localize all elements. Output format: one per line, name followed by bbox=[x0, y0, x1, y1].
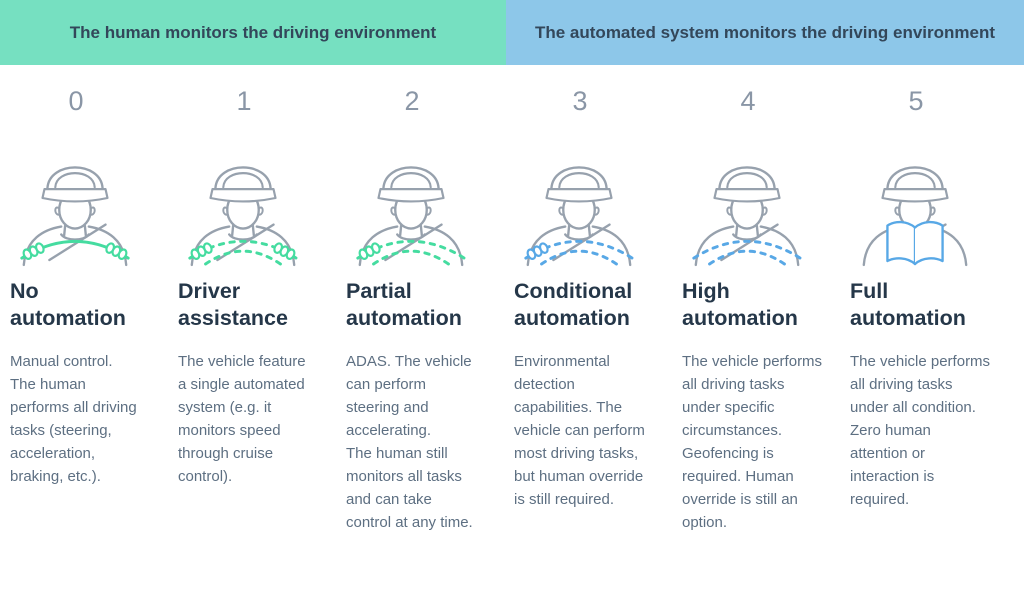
driver-icon-level-0 bbox=[10, 129, 142, 268]
level-description-2: ADAS. The vehicle can perform steering a… bbox=[346, 353, 473, 531]
level-column-2: 2 Partial automation ADAS. The vehicle c… bbox=[344, 65, 512, 535]
level-title-0: No automation bbox=[10, 279, 126, 331]
level-title-3: Conditional automation bbox=[514, 279, 633, 331]
level-column-5: 5 Full automation The vehicle performs a… bbox=[848, 65, 1016, 535]
level-number-2: 2 bbox=[404, 86, 420, 116]
level-column-3: 3 Conditional automation Environmental d… bbox=[512, 65, 680, 535]
level-title-4: High automation bbox=[682, 279, 798, 331]
level-number-3: 3 bbox=[572, 86, 588, 116]
banner-human-monitors: The human monitors the driving environme… bbox=[0, 0, 506, 65]
driver-icon-level-5 bbox=[850, 129, 982, 268]
level-title-2: Partial automation bbox=[346, 279, 462, 331]
level-number-1: 1 bbox=[236, 86, 252, 116]
level-description-3: Environmental detection capabilities. Th… bbox=[514, 353, 645, 508]
level-number-0: 0 bbox=[68, 86, 84, 116]
level-description-4: The vehicle performs all driving tasks u… bbox=[682, 353, 823, 531]
level-column-4: 4 High automation The vehicle performs a… bbox=[680, 65, 848, 535]
level-title-5: Full automation bbox=[850, 279, 966, 331]
monitoring-banners: The human monitors the driving environme… bbox=[0, 0, 1024, 65]
driver-icon-level-3 bbox=[514, 129, 646, 268]
level-column-1: 1 Driver assistance The vehicle feature … bbox=[176, 65, 344, 535]
level-title-1: Driver assistance bbox=[178, 279, 288, 331]
banner-automated-monitors: The automated system monitors the drivin… bbox=[506, 0, 1024, 65]
level-description-1: The vehicle feature a single automated s… bbox=[178, 353, 306, 485]
level-column-0: 0 No automation Manual control. The huma… bbox=[8, 65, 176, 535]
driver-icon-level-2 bbox=[346, 129, 478, 268]
level-number-4: 4 bbox=[740, 86, 756, 116]
automation-levels-grid: 0 No automation Manual control. The huma… bbox=[0, 65, 1024, 535]
driver-icon-level-1 bbox=[178, 129, 310, 268]
level-description-0: Manual control. The human performs all d… bbox=[10, 353, 137, 485]
driver-icon-level-4 bbox=[682, 129, 814, 268]
level-description-5: The vehicle performs all driving tasks u… bbox=[850, 353, 991, 508]
level-number-5: 5 bbox=[908, 86, 924, 116]
